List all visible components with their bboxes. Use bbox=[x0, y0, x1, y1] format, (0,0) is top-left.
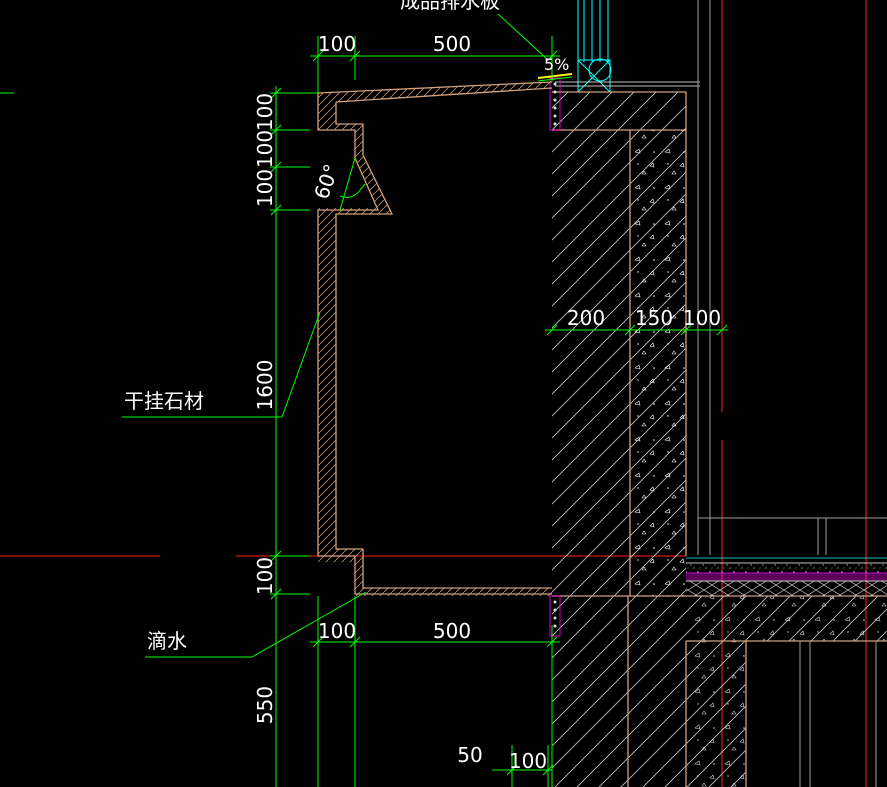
dim-bottom-100: 100 bbox=[318, 619, 356, 643]
window-frame bbox=[555, 0, 700, 93]
leader-drip bbox=[145, 591, 367, 658]
dim-left-100-bottom: 100 bbox=[253, 557, 277, 595]
angle-label: 60° bbox=[309, 161, 344, 203]
note-leader-top bbox=[497, 13, 549, 61]
wall-dimension-chain bbox=[545, 324, 728, 336]
label-drip: 滴水 bbox=[147, 629, 187, 653]
drainage-board bbox=[537, 73, 573, 82]
dim-left-100-c: 100 bbox=[253, 169, 277, 207]
label-stone-cladding: 干挂石材 bbox=[124, 389, 204, 413]
dim-wall-200: 200 bbox=[567, 306, 605, 330]
floor-layers bbox=[686, 557, 887, 596]
note-drainage-board: 成品排水板 bbox=[400, 0, 500, 13]
bottom-dimension-chain bbox=[310, 636, 560, 648]
insulation-strip bbox=[549, 77, 561, 637]
dim-left-550: 550 bbox=[253, 686, 277, 724]
slope-label: 5% bbox=[544, 55, 569, 74]
dim-top-100: 100 bbox=[318, 32, 356, 56]
dim-bottom-500: 500 bbox=[433, 619, 471, 643]
dim-top-500: 500 bbox=[433, 32, 471, 56]
dim-left-1600: 1600 bbox=[253, 360, 277, 411]
guide-lines bbox=[0, 36, 553, 787]
leader-stone bbox=[122, 311, 321, 418]
left-dimension-chain bbox=[270, 86, 318, 787]
base-dimension-ticks bbox=[506, 764, 554, 776]
dim-base-100: 100 bbox=[509, 749, 547, 773]
dim-wall-150: 150 bbox=[635, 306, 673, 330]
dim-base-50: 50 bbox=[457, 743, 482, 767]
dim-left-100-b: 100 bbox=[253, 130, 277, 168]
window-profile-circle bbox=[588, 58, 612, 82]
dim-wall-100: 100 bbox=[683, 306, 721, 330]
angle-marker bbox=[339, 157, 366, 211]
dim-left-100-a: 100 bbox=[253, 93, 277, 131]
stone-cladding-outline bbox=[317, 81, 553, 596]
concrete-wall bbox=[552, 91, 887, 787]
top-dimension-chain bbox=[310, 50, 560, 62]
